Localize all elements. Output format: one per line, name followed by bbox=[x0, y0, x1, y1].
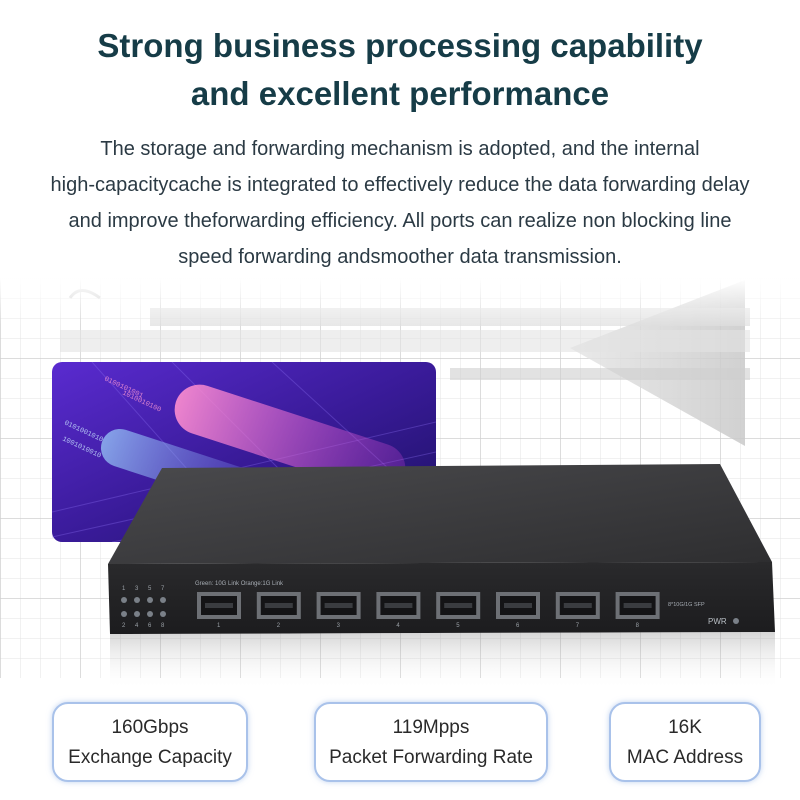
metric-label: Exchange Capacity bbox=[68, 747, 232, 768]
port-number: 7 bbox=[576, 623, 580, 629]
sfp-port bbox=[376, 592, 421, 619]
led-number: 5 bbox=[148, 586, 152, 592]
sfp-port bbox=[615, 592, 660, 619]
led-number: 8 bbox=[161, 623, 165, 629]
port-number: 5 bbox=[456, 623, 460, 629]
port-number: 8 bbox=[636, 623, 640, 629]
led-indicator bbox=[147, 597, 153, 603]
power-label: PWR bbox=[708, 617, 727, 626]
led-number: 1 bbox=[122, 586, 126, 592]
led-indicator bbox=[147, 611, 153, 617]
led-indicator bbox=[160, 597, 166, 603]
metric-label: MAC Address bbox=[626, 747, 744, 768]
port-number: 2 bbox=[277, 623, 281, 629]
led-number: 7 bbox=[161, 586, 165, 592]
sfp-port bbox=[197, 592, 241, 619]
metric-label: Packet Forwarding Rate bbox=[329, 747, 533, 768]
headline-line-2: and excellent performance bbox=[190, 75, 610, 112]
sfp-port bbox=[555, 592, 600, 619]
headline: Strong business processing capability an… bbox=[0, 22, 800, 118]
network-switch: 1 3 5 7 2 4 6 8 Green: 10G Link Orange:1… bbox=[108, 464, 775, 690]
led-indicator bbox=[160, 611, 166, 617]
led-number: 4 bbox=[135, 623, 139, 629]
description: The storage and forwarding mechanism is … bbox=[0, 131, 800, 275]
sfp-port bbox=[256, 592, 301, 619]
port-type-label: 8*10G/1G SFP bbox=[668, 602, 705, 608]
metric-value: 160Gbps bbox=[111, 717, 189, 738]
metric-card-mac-address: 16K MAC Address bbox=[609, 702, 761, 782]
description-line-2: high-capacitycache is integrated to effe… bbox=[50, 174, 750, 196]
metric-card-exchange-capacity: 160Gbps Exchange Capacity bbox=[52, 702, 248, 782]
led-indicator bbox=[134, 597, 140, 603]
metric-value: 16K bbox=[668, 717, 702, 738]
metric-card-packet-forwarding-rate: 119Mpps Packet Forwarding Rate bbox=[314, 702, 548, 782]
led-number: 6 bbox=[148, 623, 152, 629]
led-indicator bbox=[134, 611, 140, 617]
description-line-4: speed forwarding andsmoother data transm… bbox=[178, 246, 622, 268]
sfp-port bbox=[316, 592, 361, 619]
port-number: 3 bbox=[337, 623, 341, 629]
led-number: 3 bbox=[135, 586, 139, 592]
led-indicator bbox=[121, 597, 127, 603]
power-led bbox=[733, 618, 739, 624]
led-number: 2 bbox=[122, 623, 126, 629]
sfp-port bbox=[436, 592, 481, 619]
metric-value: 119Mpps bbox=[392, 717, 470, 738]
led-indicator bbox=[121, 611, 127, 617]
port-number: 1 bbox=[217, 623, 221, 629]
headline-line-1: Strong business processing capability bbox=[97, 27, 703, 64]
link-legend: Green: 10G Link Orange:1G Link bbox=[195, 581, 284, 587]
sfp-port bbox=[496, 592, 540, 619]
port-number: 4 bbox=[396, 623, 400, 629]
description-line-3: and improve theforwarding efficiency. Al… bbox=[68, 210, 732, 232]
port-number: 6 bbox=[516, 623, 520, 629]
description-line-1: The storage and forwarding mechanism is … bbox=[100, 138, 700, 160]
